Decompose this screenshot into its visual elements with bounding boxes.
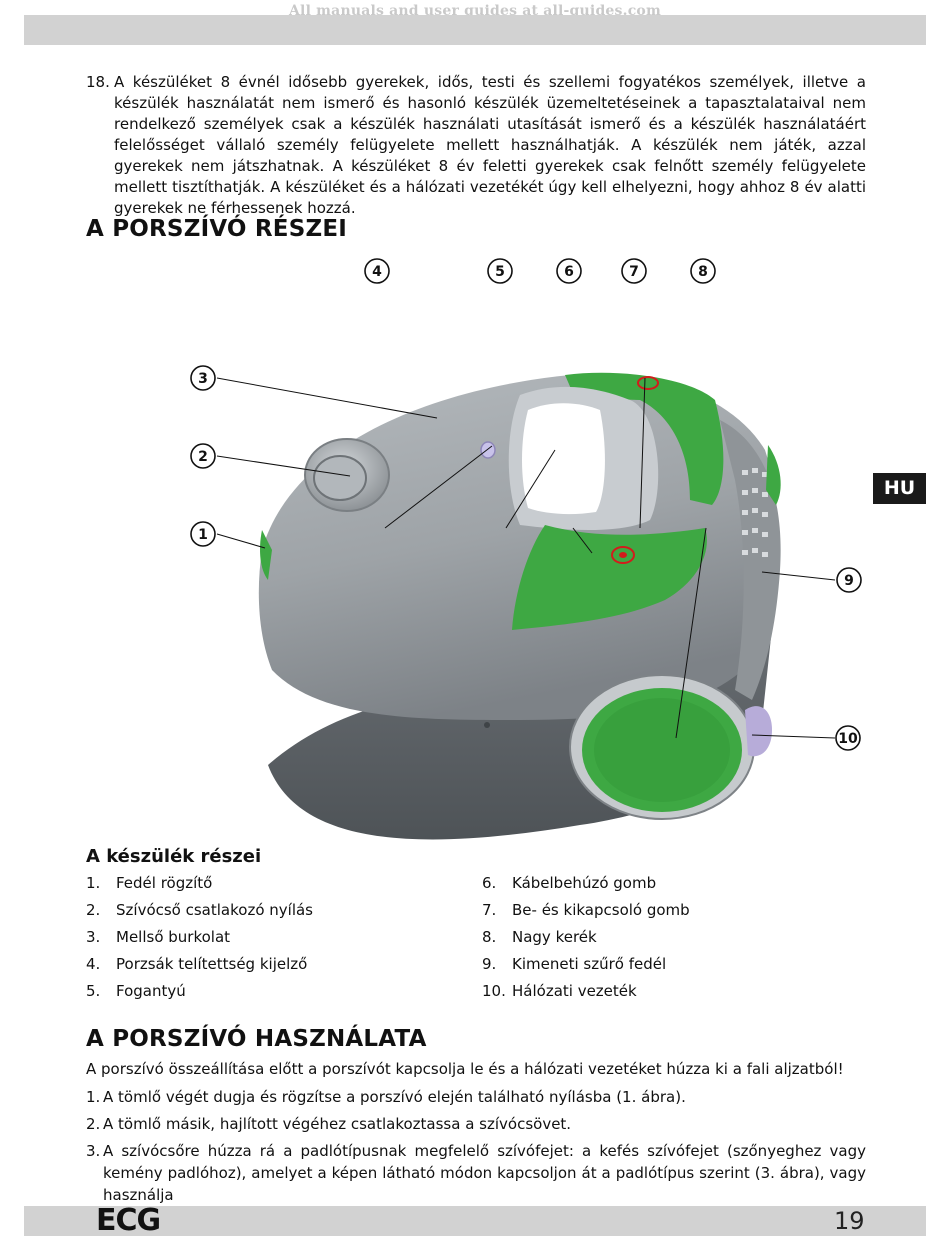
parts-list-left: 1.Fedél rögzítő 2.Szívócső csatlakozó ny…: [86, 872, 313, 1007]
callout-4: 4: [364, 258, 390, 284]
safety-paragraph: 18. A készüléket 8 évnél idősebb gyereke…: [86, 72, 866, 219]
leader-lines: [216, 377, 836, 739]
callout-7-label: 7: [629, 264, 639, 280]
dust-indicator: [480, 441, 496, 459]
callout-6-label: 6: [564, 264, 574, 280]
list-item: 4.Porzsák telítettség kijelző: [86, 955, 308, 973]
list-item: 3.Mellső burkolat: [86, 928, 231, 946]
list-item: 6.Kábelbehúzó gomb: [482, 874, 657, 892]
list-item: 1.A tömlő végét dugja és rögzítse a pors…: [86, 1088, 686, 1106]
callout-8: 8: [690, 258, 716, 284]
language-tab: HU: [873, 473, 926, 504]
power-cord-guide: [745, 706, 772, 757]
list-item: 2.A tömlő másik, hajlított végéhez csatl…: [86, 1115, 572, 1133]
cord-rewind-button: [611, 546, 635, 564]
callout-1: 1: [190, 521, 216, 547]
callout-4-label: 4: [372, 264, 382, 280]
green-front-panel: [512, 525, 707, 630]
green-lid-latch: [260, 530, 272, 580]
hose-inlet: [313, 455, 367, 501]
parts-subtitle: A készülék részei: [86, 846, 262, 867]
power-button: [637, 376, 659, 390]
list-item: 2.Szívócső csatlakozó nyílás: [86, 901, 313, 919]
callout-3: 3: [190, 365, 216, 391]
list-item: 8.Nagy kerék: [482, 928, 597, 946]
footer-bar: [24, 1206, 926, 1236]
list-item: 9.Kimeneti szűrő fedél: [482, 955, 667, 973]
page-number: 19: [834, 1207, 865, 1235]
handle-window: [522, 403, 605, 515]
usage-intro: A porszívó összeállítása előtt a porszív…: [86, 1060, 844, 1078]
rear-panel: [720, 420, 781, 700]
list-item: 10.Hálózati vezeték: [482, 982, 637, 1000]
list-item: 1.Fedél rögzítő: [86, 874, 213, 892]
section-title-parts: A PORSZÍVÓ RÉSZEI: [86, 216, 348, 242]
paragraph-number: 18.: [86, 73, 110, 91]
vacuum-cleaner-diagram: 4 5 6 7 8 3 2 1 9 10: [190, 258, 862, 840]
paragraph-text: A készüléket 8 évnél idősebb gyerekek, i…: [114, 73, 866, 217]
list-item: 3.A szívócsőre húzza rá a padlótípusnak …: [86, 1142, 866, 1204]
callout-8-label: 8: [698, 264, 708, 280]
list-item: 5.Fogantyú: [86, 982, 186, 1000]
callout-1-label: 1: [198, 527, 208, 543]
callout-10: 10: [835, 725, 861, 751]
callout-5-label: 5: [495, 264, 505, 280]
callout-2-label: 2: [198, 449, 208, 465]
outlet-filter-grille: [742, 468, 768, 557]
green-rear-bumper: [766, 445, 781, 505]
callout-5: 5: [487, 258, 513, 284]
green-lid-band: [565, 372, 724, 505]
callout-3-label: 3: [198, 371, 208, 387]
list-item: 7.Be- és kikapcsoló gomb: [482, 901, 690, 919]
parts-list-right: 6.Kábelbehúzó gomb 7.Be- és kikapcsoló g…: [482, 872, 690, 1007]
usage-steps: 1.A tömlő végét dugja és rögzítse a pors…: [86, 1086, 866, 1211]
callout-10-label: 10: [838, 731, 858, 747]
header-bar: [24, 15, 926, 45]
callout-2: 2: [190, 443, 216, 469]
brand-logo: ECG: [96, 1203, 161, 1238]
section-title-usage: A PORSZÍVÓ HASZNÁLATA: [86, 1026, 427, 1052]
callout-6: 6: [556, 258, 582, 284]
callout-7: 7: [621, 258, 647, 284]
callout-9-label: 9: [844, 573, 854, 589]
callout-9: 9: [836, 567, 862, 593]
